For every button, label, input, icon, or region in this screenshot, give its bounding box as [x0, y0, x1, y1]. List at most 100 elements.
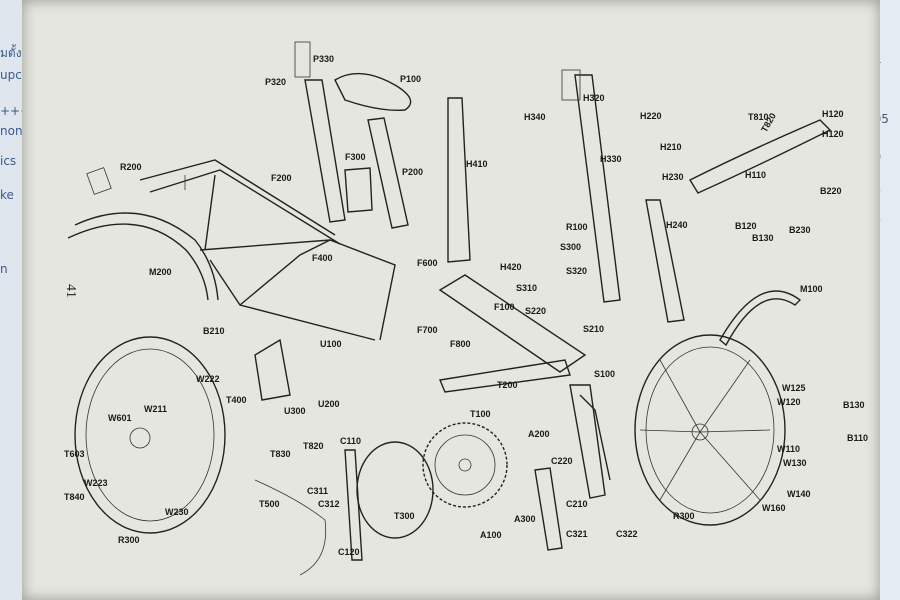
edge-text: ke	[0, 188, 14, 202]
chain-guard	[344, 441, 434, 561]
rear-wheel	[74, 336, 226, 534]
part-label: H410	[466, 159, 488, 169]
manual-page: 41	[22, 0, 880, 600]
part-label: F200	[271, 173, 292, 183]
front-fork	[569, 384, 611, 499]
part-label: T820	[303, 441, 324, 451]
frame-rear	[199, 174, 396, 341]
rear-fender	[67, 167, 219, 301]
edge-text: non	[0, 124, 23, 138]
part-label: F600	[417, 258, 438, 268]
part-label: W211	[144, 404, 167, 414]
part-label: R300	[118, 535, 140, 545]
part-label: B120	[735, 221, 757, 231]
part-label: H220	[640, 111, 662, 121]
part-label: S300	[560, 242, 581, 252]
handlebar-post	[561, 69, 685, 323]
part-label: C312	[318, 499, 340, 509]
part-label: C321	[566, 529, 588, 539]
edge-text: มตั้ง	[0, 46, 22, 60]
part-label: T830	[270, 449, 291, 459]
part-label: T603	[64, 449, 85, 459]
part-label: S310	[516, 283, 537, 293]
part-label: H230	[662, 172, 684, 182]
part-label: C220	[551, 456, 573, 466]
saddle	[334, 72, 412, 111]
part-label: T300	[394, 511, 415, 521]
part-label: W130	[783, 458, 807, 468]
part-label: W140	[787, 489, 811, 499]
part-label: T200	[497, 380, 518, 390]
part-label: C210	[566, 499, 588, 509]
crank-arm	[534, 467, 563, 551]
chain-guard-bracket	[254, 338, 291, 401]
part-label: P320	[265, 77, 286, 87]
part-label: W120	[777, 397, 801, 407]
part-label: B130	[752, 233, 774, 243]
part-label: R300	[673, 511, 695, 521]
part-label: T100	[470, 409, 491, 419]
part-label: B110	[847, 433, 868, 443]
part-label: H120	[822, 129, 844, 139]
seat-post	[294, 41, 346, 223]
part-label: H320	[583, 93, 605, 103]
part-label: W125	[782, 383, 806, 393]
part-label: C120	[338, 547, 360, 557]
part-label: F300	[345, 152, 366, 162]
part-label: H330	[600, 154, 622, 164]
part-label: R100	[566, 222, 588, 232]
chainring	[422, 422, 508, 508]
part-label: B130	[843, 400, 865, 410]
seat-tube	[344, 117, 409, 229]
part-label: W222	[196, 374, 220, 384]
part-label: C322	[616, 529, 638, 539]
part-label: B220	[820, 186, 842, 196]
part-label: P100	[400, 74, 421, 84]
part-label: F400	[312, 253, 333, 263]
part-label: W110	[777, 444, 800, 454]
part-label: U300	[284, 406, 306, 416]
part-label: P330	[313, 54, 334, 64]
part-label: S100	[594, 369, 615, 379]
part-label: W601	[108, 413, 132, 423]
part-label: T500	[259, 499, 280, 509]
part-label: T840	[64, 492, 85, 502]
part-label: C311	[307, 486, 328, 496]
part-label: W160	[762, 503, 786, 513]
part-label: H210	[660, 142, 682, 152]
part-label: P200	[402, 167, 423, 177]
front-fender	[719, 290, 802, 347]
part-label: U200	[318, 399, 340, 409]
part-label: S210	[583, 324, 604, 334]
part-label: H110	[745, 170, 766, 180]
part-label: W223	[84, 478, 108, 488]
part-label: H340	[524, 112, 546, 122]
part-label: U100	[320, 339, 342, 349]
chain-cable	[254, 479, 327, 576]
handlebar	[689, 119, 832, 194]
part-label: T400	[226, 395, 247, 405]
part-label: F800	[450, 339, 471, 349]
edge-text: upc	[0, 68, 22, 82]
part-label: H420	[500, 262, 522, 272]
front-wheel	[634, 334, 786, 526]
main-frame-tube	[438, 274, 587, 393]
rear-rack	[139, 159, 341, 245]
part-label: S320	[566, 266, 587, 276]
part-label: H240	[666, 220, 688, 230]
part-label: R200	[120, 162, 142, 172]
kickstand	[447, 97, 471, 263]
edge-text: n	[0, 262, 8, 276]
part-label: M100	[800, 284, 823, 294]
part-label: H120	[822, 109, 844, 119]
part-label: F100	[494, 302, 515, 312]
part-label: A300	[514, 514, 536, 524]
part-label: B210	[203, 326, 225, 336]
part-label: C110	[340, 436, 361, 446]
part-label: M200	[149, 267, 172, 277]
edge-text: ics	[0, 154, 17, 168]
part-label: B230	[789, 225, 811, 235]
part-label: W230	[165, 507, 189, 517]
